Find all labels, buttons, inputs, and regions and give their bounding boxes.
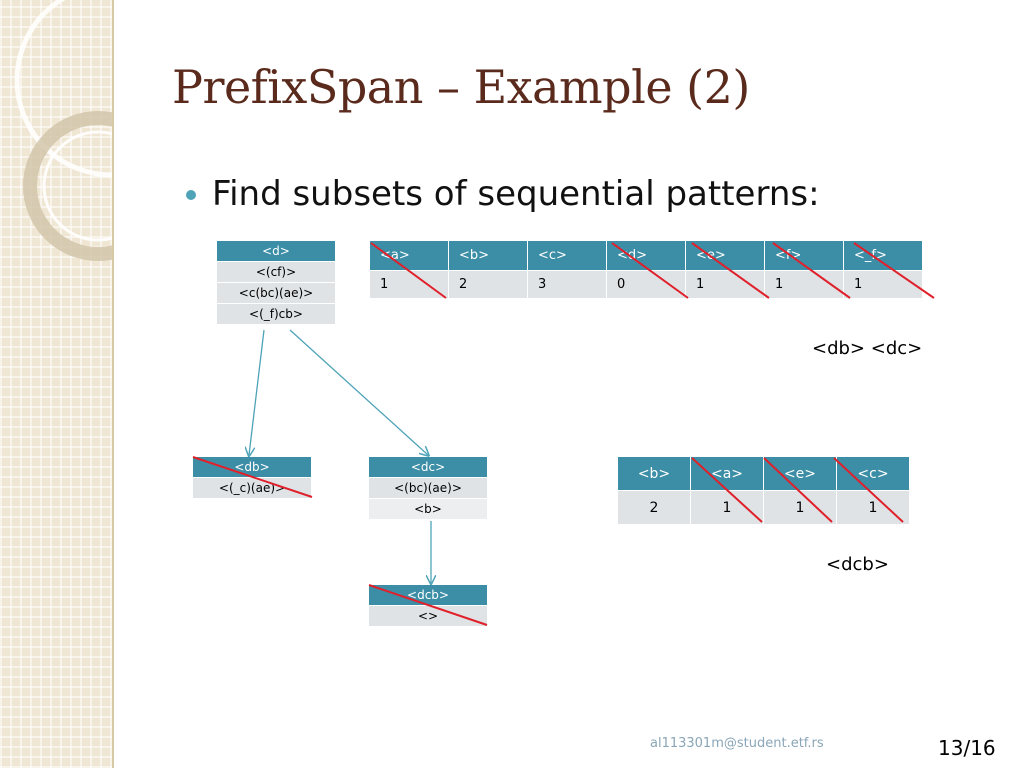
table-cell: 1 [690,490,764,525]
bullet-dot-icon [186,190,196,200]
arrow-d-to-dc [289,329,428,455]
table-cell: 1 [763,490,837,525]
table-header-cell: <e> [685,240,765,271]
projected-db-dc: <dc> <(bc)(ae)> <b> [369,457,487,520]
box-row: <c(bc)(ae)> [217,283,335,303]
projected-db-d: <d> <(cf)> <c(bc)(ae)> <(_f)cb> [217,241,335,325]
table-cell: 0 [606,270,686,299]
table-header-cell: <_f> [843,240,923,271]
decorative-circles [14,0,210,261]
pattern-label-dcb: <dcb> [826,554,889,575]
box-header: <db> [193,457,311,477]
projected-db-dcb: <dcb> <> [369,585,487,627]
pattern-label-db-dc: <db> <dc> [812,338,923,359]
table-header-row: <b> <a> <e> <c> [617,456,910,491]
table-header-cell: <b> [617,456,691,491]
box-header: <dc> [369,457,487,477]
table-header-cell: <b> [448,240,528,271]
box-row: <(cf)> [217,262,335,282]
bullet-text: Find subsets of sequential patterns: [212,174,820,214]
box-header: <dcb> [369,585,487,605]
projected-db-db: <db> <(_c)(ae)> [193,457,311,499]
table-header-cell: <f> [764,240,844,271]
item-count-table: <a> <b> <c> <d> <e> <f> <_f> 1 2 3 0 1 1… [369,240,923,299]
side-panel-border [112,0,114,768]
box-row: <> [369,606,487,626]
table-cell: 3 [527,270,607,299]
box-row: <(_c)(ae)> [193,478,311,498]
slide-title: PrefixSpan – Example (2) [172,60,750,114]
box-row: <(bc)(ae)> [369,478,487,498]
table-header-cell: <a> [690,456,764,491]
table-header-cell: <c> [527,240,607,271]
table-cell: 1 [369,270,449,299]
table-header-row: <a> <b> <c> <d> <e> <f> <_f> [369,240,923,271]
table-cell: 1 [836,490,910,525]
footer-email: al113301m@student.etf.rs [650,736,824,751]
arrow-d-to-db [249,329,265,455]
box-row: <(_f)cb> [217,304,335,324]
table-row: 2 1 1 1 [617,490,910,525]
table-header-cell: <a> [369,240,449,271]
table-cell: 1 [843,270,923,299]
table-cell: 1 [685,270,765,299]
item-count-table-2: <b> <a> <e> <c> 2 1 1 1 [617,456,910,525]
table-header-cell: <d> [606,240,686,271]
table-header-cell: <c> [836,456,910,491]
table-row: 1 2 3 0 1 1 1 [369,270,923,299]
box-header: <d> [217,241,335,261]
box-row: <b> [369,499,487,519]
slide-number: 13/16 [938,736,996,760]
table-cell: 1 [764,270,844,299]
decorative-side-panel [0,0,210,768]
table-cell: 2 [617,490,691,525]
table-header-cell: <e> [763,456,837,491]
table-cell: 2 [448,270,528,299]
